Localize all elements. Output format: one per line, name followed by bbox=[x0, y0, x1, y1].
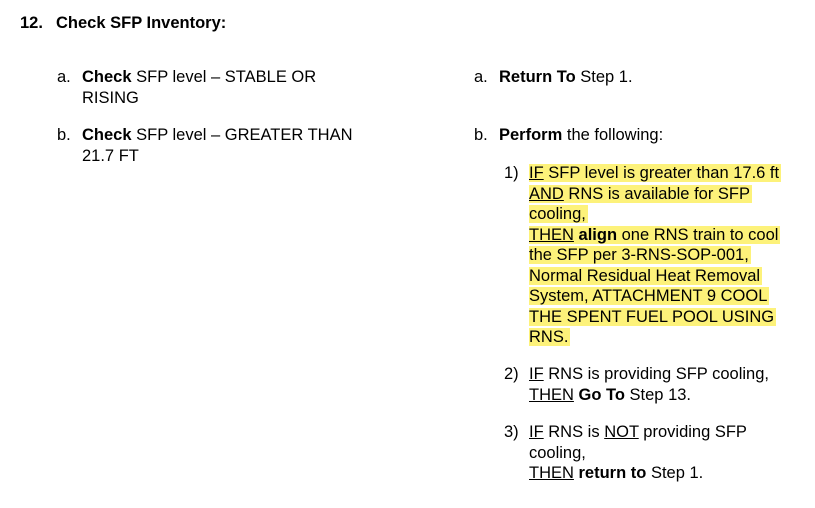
left-item-a-verb: Check bbox=[82, 68, 132, 86]
substep-2-goto: Go To bbox=[578, 385, 625, 404]
substep-1-label: 1) bbox=[504, 164, 519, 182]
substep-1-line1: SFP level is greater than 17.6 ft bbox=[543, 164, 780, 182]
substep-3-if: IF bbox=[529, 423, 544, 441]
substep-3-return: return to bbox=[578, 464, 647, 482]
substep-1-and: AND bbox=[529, 184, 564, 203]
substep-3-line1b: providing SFP bbox=[638, 423, 747, 441]
substep-3-text: IF RNS is NOT providing SFP cooling, THE… bbox=[529, 422, 747, 484]
step-heading: 12. Check SFP Inventory: bbox=[20, 13, 226, 34]
substep-3-line1a: RNS is bbox=[543, 423, 605, 441]
substep-3-line3: Step 1. bbox=[646, 464, 704, 482]
substep-2-line1: RNS is providing SFP cooling, bbox=[543, 365, 769, 383]
substep-1-line4: one RNS train to cool bbox=[617, 225, 779, 244]
left-item-b-line2: 21.7 FT bbox=[82, 146, 139, 165]
substep-3-then: THEN bbox=[529, 464, 574, 482]
right-item-a-text: Return To Step 1. bbox=[499, 67, 633, 88]
substep-1-line7: System, ATTACHMENT 9 COOL bbox=[529, 287, 770, 305]
right-item-a-rest: Step 1. bbox=[575, 68, 633, 86]
substep-2-line2: Step 13. bbox=[624, 385, 692, 404]
substep-1-text: IF SFP level is greater than 17.6 ft AND… bbox=[529, 163, 782, 348]
substep-1-align: align bbox=[578, 225, 618, 244]
right-item-a-verb: Return To bbox=[499, 68, 576, 86]
right-item-b-rest: the following: bbox=[562, 126, 664, 144]
right-item-a-label: a. bbox=[474, 68, 488, 86]
right-item-b-label: b. bbox=[474, 126, 488, 144]
substep-1-line5: the SFP per 3-RNS-SOP-001, bbox=[529, 246, 751, 264]
substep-3-label: 3) bbox=[504, 423, 519, 441]
substep-1-if: IF bbox=[529, 164, 544, 182]
substep-2-then: THEN bbox=[529, 385, 574, 404]
substep-1-then: THEN bbox=[529, 225, 574, 244]
left-item-b-verb: Check bbox=[82, 126, 132, 144]
left-item-b-text: Check SFP level – GREATER THAN 21.7 FT bbox=[82, 125, 412, 166]
left-item-a-text: Check SFP level – STABLE OR RISING bbox=[82, 67, 412, 108]
substep-1-line8: THE SPENT FUEL POOL USING bbox=[529, 307, 777, 326]
substep-1-line3: cooling, bbox=[529, 205, 588, 223]
right-item-b-verb: Perform bbox=[499, 126, 563, 144]
right-item-b-text: Perform the following: bbox=[499, 125, 663, 146]
substep-1-line6: Normal Residual Heat Removal bbox=[529, 266, 763, 285]
substep-2-if: IF bbox=[529, 365, 544, 383]
left-item-a-line1: SFP level – STABLE OR bbox=[131, 68, 317, 86]
substep-3-line2: cooling, bbox=[529, 443, 586, 462]
step-number: 12. bbox=[20, 14, 43, 32]
substep-3-not: NOT bbox=[604, 423, 639, 441]
left-item-a-line2: RISING bbox=[82, 88, 139, 107]
left-item-b-label: b. bbox=[57, 126, 71, 144]
step-title: Check SFP Inventory: bbox=[56, 14, 227, 32]
substep-2-text: IF RNS is providing SFP cooling, THEN Go… bbox=[529, 364, 769, 405]
substep-1-line2: RNS is available for SFP bbox=[563, 184, 750, 203]
substep-2-label: 2) bbox=[504, 365, 519, 383]
left-item-a-label: a. bbox=[57, 68, 71, 86]
substep-1-line9: RNS. bbox=[529, 328, 571, 346]
left-item-b-line1: SFP level – GREATER THAN bbox=[131, 126, 353, 144]
